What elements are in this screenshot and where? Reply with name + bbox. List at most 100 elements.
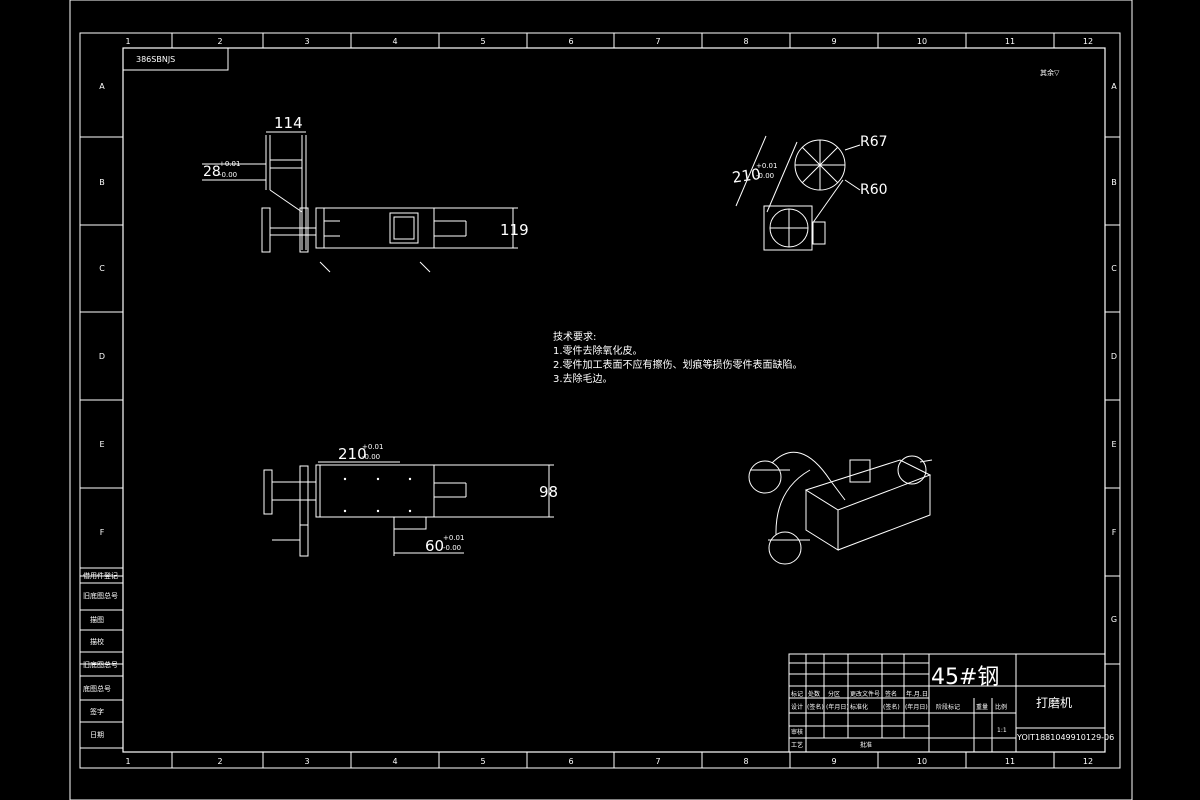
title-block xyxy=(788,653,1106,753)
dim-28: 28 xyxy=(203,164,221,180)
tb-label: 设计 xyxy=(791,703,803,711)
left-panel-item: 描图 xyxy=(90,615,104,624)
col-label-top: 3 xyxy=(304,37,309,46)
tb-stage-label: 阶段标记 xyxy=(936,703,960,711)
drawing-number: YOIT1881049910129-06 xyxy=(1016,733,1114,742)
surface-finish-mark: 其余▽ xyxy=(1040,68,1060,77)
dim-r60: R60 xyxy=(860,182,888,198)
scale-value: 1:1 xyxy=(997,727,1007,734)
tb-stage-label: 比例 xyxy=(995,703,1007,711)
top-left-code: 386SBNJS xyxy=(136,55,175,64)
row-label-right: F xyxy=(1112,528,1117,537)
col-label-top: 4 xyxy=(392,37,397,46)
dim-210-side-tol-upper: +0.01 xyxy=(756,162,777,170)
tb-label: (签名) xyxy=(883,703,900,711)
col-label-bottom: 12 xyxy=(1083,757,1093,766)
col-label-bottom: 5 xyxy=(480,757,485,766)
tb-label: (签名) xyxy=(807,703,824,711)
col-label-bottom: 1 xyxy=(125,757,130,766)
tb-label: 分区 xyxy=(828,690,840,698)
col-label-top: 10 xyxy=(917,37,927,46)
left-panel-item: 日期 xyxy=(90,731,104,739)
tb-label: 工艺 xyxy=(791,741,803,749)
col-label-top: 11 xyxy=(1005,37,1015,46)
view-plan-lower xyxy=(263,461,554,557)
dim-28-tol-lower: -0.00 xyxy=(219,171,237,179)
tech-req-item: 3.去除毛边。 xyxy=(553,372,613,385)
col-label-bottom: 10 xyxy=(917,757,927,766)
col-label-top: 5 xyxy=(480,37,485,46)
sheet-edge xyxy=(69,0,1133,800)
dim-28-tol-upper: +0.01 xyxy=(219,160,240,168)
drawing-title: 打磨机 xyxy=(1036,696,1072,710)
col-label-bottom: 9 xyxy=(831,757,836,766)
technical-requirements: 技术要求: 1.零件去除氧化皮。 2.零件加工表面不应有擦伤、划痕等损伤零件表面… xyxy=(553,330,803,385)
col-label-bottom: 7 xyxy=(655,757,660,766)
tb-label: 审核 xyxy=(791,728,803,736)
row-label-right: G xyxy=(1111,615,1117,624)
row-label-right: E xyxy=(1111,440,1116,449)
view-front-upper xyxy=(202,131,518,273)
left-panel-item: 签字 xyxy=(90,707,104,716)
dim-98: 98 xyxy=(539,483,558,501)
col-label-bottom: 2 xyxy=(217,757,222,766)
col-label-top: 7 xyxy=(655,37,660,46)
material: 45#钢 xyxy=(931,665,999,690)
left-panel-item: 描校 xyxy=(90,637,104,646)
view-side xyxy=(735,135,861,251)
dim-60: 60 xyxy=(425,537,444,555)
left-panel-item: 旧底图总号 xyxy=(83,591,118,600)
row-label-left: A xyxy=(99,82,105,91)
col-label-bottom: 4 xyxy=(392,757,397,766)
row-label-left: D xyxy=(99,352,105,361)
col-label-top: 12 xyxy=(1083,37,1093,46)
col-label-bottom: 3 xyxy=(304,757,309,766)
col-label-top: 8 xyxy=(743,37,748,46)
row-label-left: E xyxy=(99,440,104,449)
row-label-left: B xyxy=(99,178,105,187)
col-label-bottom: 6 xyxy=(568,757,573,766)
dim-210-plan-tol-upper: +0.01 xyxy=(362,443,383,451)
dim-210-plan-tol-lower: -0.00 xyxy=(362,453,380,461)
dim-60-tol-upper: +0.01 xyxy=(443,534,464,542)
grid-column-ticks xyxy=(171,33,1055,768)
tb-label: 批准 xyxy=(860,741,872,749)
tb-label: (年月日) xyxy=(826,703,849,711)
col-label-top: 2 xyxy=(217,37,222,46)
left-panel-item: 借用件登记 xyxy=(83,571,118,580)
dim-210-side: 210 xyxy=(731,165,762,187)
row-label-left: F xyxy=(100,528,105,537)
view-isometric xyxy=(748,451,933,565)
grid-row-ticks xyxy=(80,136,1120,665)
row-label-right: D xyxy=(1111,352,1117,361)
dim-r67: R67 xyxy=(860,134,888,150)
row-label-left: C xyxy=(99,264,105,273)
row-label-right: C xyxy=(1111,264,1117,273)
tb-label: 标准化 xyxy=(850,703,868,711)
tb-label: 签名 xyxy=(885,690,897,698)
tb-label: 年.月.日 xyxy=(906,690,928,698)
left-panel-item: 旧底图总号 xyxy=(83,660,118,669)
plan-holes xyxy=(343,477,412,513)
col-label-top: 1 xyxy=(125,37,130,46)
left-panel xyxy=(80,567,123,749)
col-label-top: 6 xyxy=(568,37,573,46)
tb-label: 标记 xyxy=(791,690,803,698)
tech-req-item: 2.零件加工表面不应有擦伤、划痕等损伤零件表面缺陷。 xyxy=(553,358,803,371)
tb-label: 处数 xyxy=(808,690,820,698)
dim-119: 119 xyxy=(500,221,529,239)
tb-label: (年月日) xyxy=(905,703,928,711)
col-label-bottom: 11 xyxy=(1005,757,1015,766)
dim-114: 114 xyxy=(274,114,303,132)
col-label-top: 9 xyxy=(831,37,836,46)
tb-label: 更改文件号 xyxy=(850,690,880,698)
code-box: 386SBNJS xyxy=(122,47,229,71)
dim-60-tol-lower: -0.00 xyxy=(443,544,461,552)
tech-req-item: 1.零件去除氧化皮。 xyxy=(553,344,643,357)
col-label-bottom: 8 xyxy=(743,757,748,766)
row-label-right: A xyxy=(1111,82,1117,91)
left-panel-item: 底图总号 xyxy=(83,684,111,693)
tb-stage-label: 重量 xyxy=(976,703,988,711)
tech-req-heading: 技术要求: xyxy=(553,330,596,343)
